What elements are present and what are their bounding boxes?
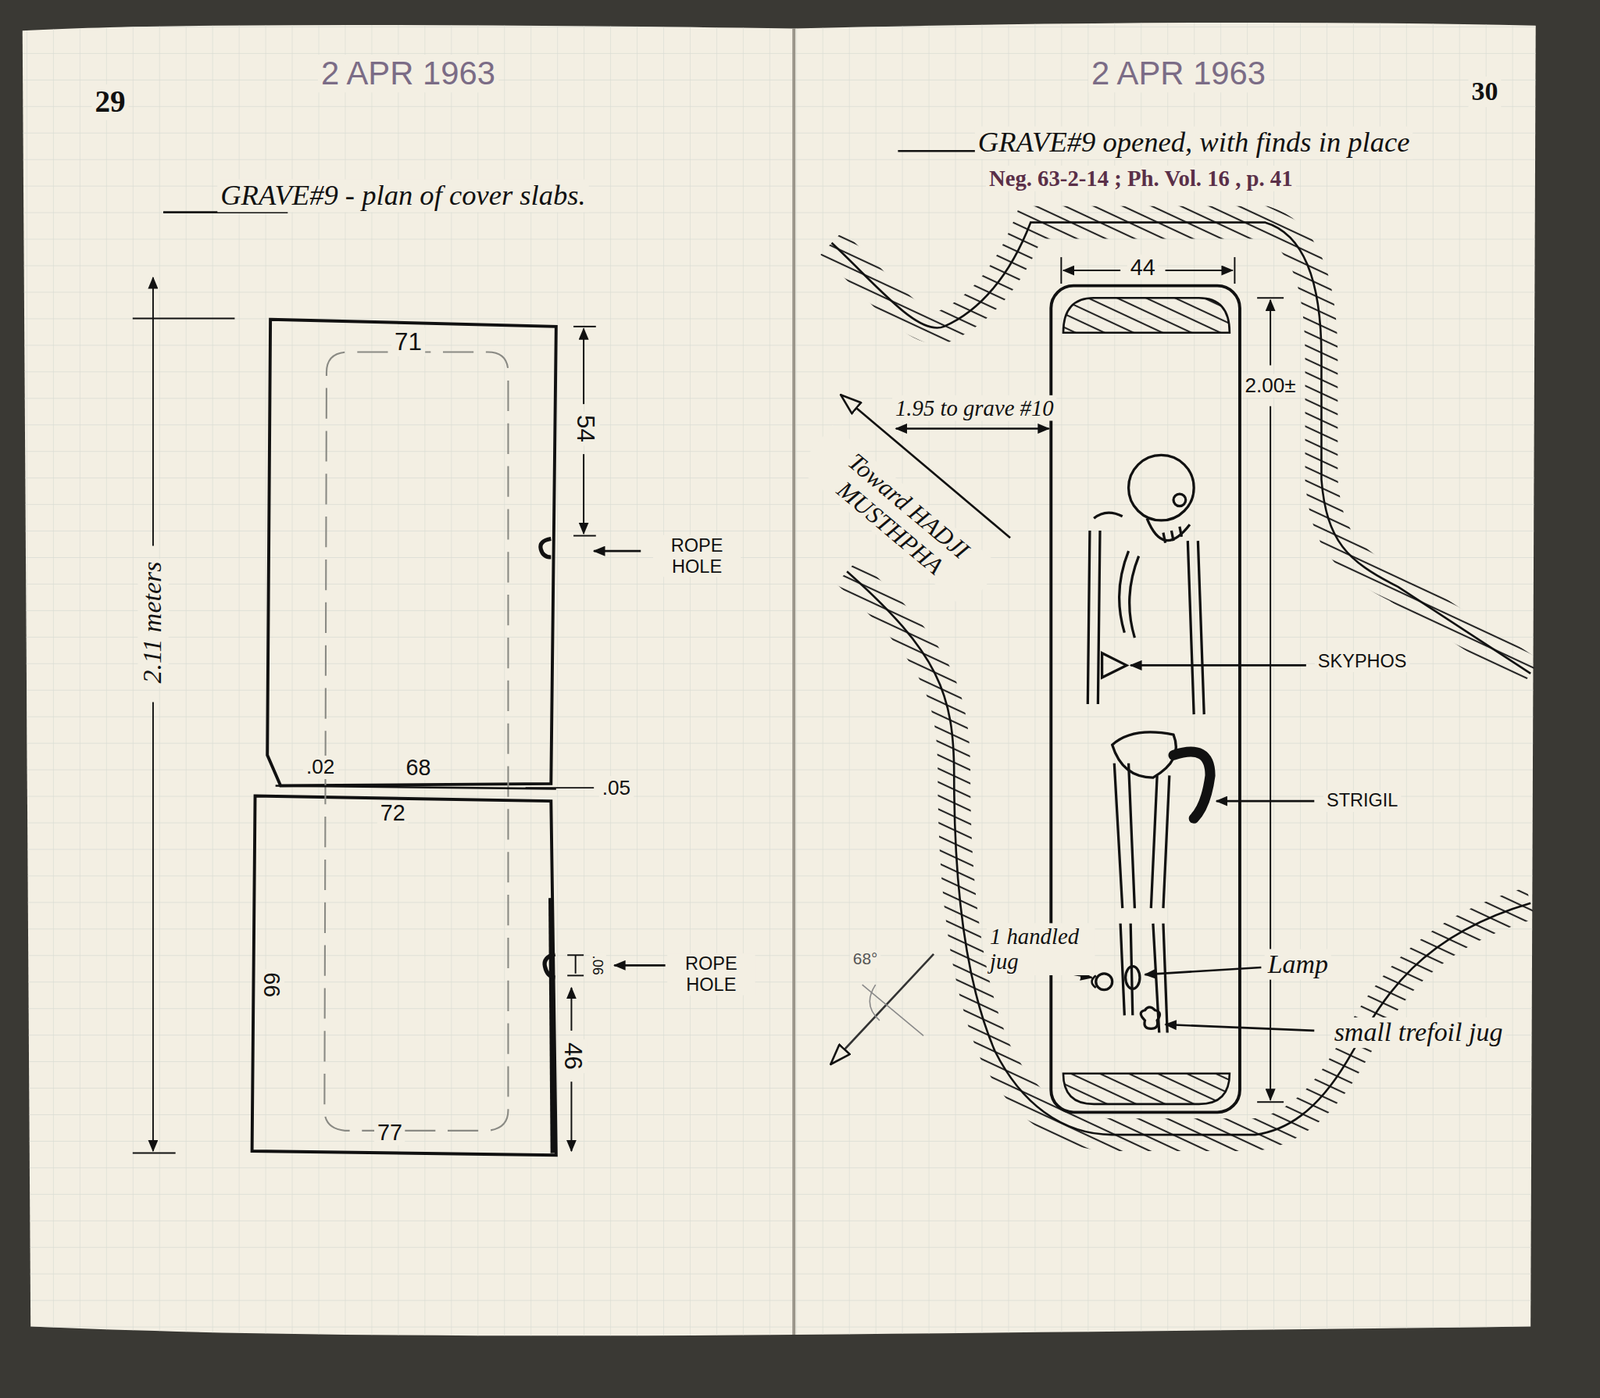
callout-text: ROPE HOLE — [653, 535, 741, 578]
dimension-line — [152, 277, 154, 546]
bearing-arc — [869, 984, 880, 1021]
leader-arrow — [1216, 800, 1315, 803]
pit-edge — [831, 222, 1531, 674]
handled-jug — [1096, 973, 1113, 990]
dimension-tick — [573, 325, 597, 328]
dimension-line — [1269, 300, 1272, 366]
dimension: 66 — [258, 968, 285, 1000]
direction-note: Toward HADJI MUSTHPHA — [796, 425, 1001, 611]
lamp — [1125, 966, 1140, 990]
grid — [22, 25, 794, 1336]
dimension: 2.00± — [1242, 374, 1300, 398]
dimension: 68 — [403, 753, 435, 780]
bearing-line — [862, 984, 924, 1036]
photo-reference: Neg. 63-2-14 ; Ph. Vol. 16 , p. 41 — [985, 165, 1297, 192]
sheet-heading: GRAVE#9 opened, with finds in place — [975, 126, 1414, 160]
callout-text: ROPE HOLE — [667, 953, 755, 996]
dimension-line — [1165, 269, 1233, 272]
dimension: .02 — [303, 755, 338, 779]
dimension-line — [152, 701, 154, 1151]
pit-edge-hatching — [846, 571, 1531, 1135]
find-label: SKYPHOS — [1314, 650, 1411, 672]
dimension-line — [582, 453, 585, 534]
dimension-tick — [567, 974, 584, 976]
page-number: 30 — [1468, 76, 1502, 108]
leader-arrow — [1144, 967, 1261, 975]
find-label: STRIGIL — [1323, 790, 1401, 812]
leader-arrow — [1130, 664, 1307, 667]
dimension-tick — [132, 317, 236, 319]
leader-arrow — [614, 964, 665, 967]
pit-edge-hatching — [831, 222, 1531, 674]
dimension: 44 — [1127, 254, 1159, 281]
dimension-line — [570, 1081, 572, 1151]
skeleton — [1087, 454, 1204, 1033]
trefoil-jug — [1140, 1007, 1160, 1029]
sheet-heading: GRAVE#9 - plan of cover slabs. — [217, 179, 589, 213]
dimension-tick — [1233, 257, 1236, 284]
cover-slab — [267, 319, 557, 786]
north-arrow — [830, 953, 934, 1065]
dimension-line — [575, 954, 577, 974]
dimension: 2.11 meters — [137, 558, 168, 687]
dimension: 54 — [571, 411, 600, 446]
distance-note: 1.95 to grave #10 — [892, 395, 1058, 422]
page-number: 29 — [92, 84, 129, 120]
spine — [792, 28, 796, 1335]
dimension-line — [1269, 406, 1272, 1100]
dimension-line — [582, 328, 585, 404]
find-label: Lamp — [1264, 949, 1332, 980]
leader-line — [525, 786, 595, 789]
dimension-tick — [1060, 257, 1062, 284]
grid — [793, 22, 1536, 1335]
handled-jug — [1092, 975, 1097, 988]
joint-line — [275, 785, 557, 789]
dimension-line — [1063, 269, 1121, 272]
skyphos — [1102, 653, 1127, 678]
grave-cut — [1050, 285, 1240, 1113]
cover-slab — [252, 796, 557, 1156]
rope-hole — [540, 538, 551, 558]
date-stamp: 2 APR 1963 — [1088, 54, 1269, 93]
dimension: 77 — [374, 1119, 406, 1146]
slab-edge — [550, 897, 554, 1153]
dimension: 71 — [391, 327, 425, 356]
left-page — [22, 25, 794, 1336]
end-slab — [1063, 297, 1230, 333]
date-stamp: 2 APR 1963 — [317, 54, 499, 93]
dimension: 72 — [377, 800, 409, 826]
leader-arrow — [593, 550, 641, 553]
right-page — [793, 22, 1536, 1335]
leader-arrow — [1165, 1024, 1315, 1031]
distance-arrow — [896, 427, 1050, 430]
strigil — [1173, 751, 1211, 818]
end-slab — [1063, 1073, 1230, 1104]
bearing-angle: 68° — [850, 949, 881, 968]
dimension: .06 — [589, 952, 607, 979]
dimension-tick — [132, 1152, 176, 1154]
dimension-tick — [1257, 1100, 1284, 1103]
find-label: small trefoil jug — [1331, 1017, 1507, 1048]
pit-edge — [846, 571, 1531, 1135]
dimension-tick — [573, 535, 597, 537]
grave-outline-hidden — [324, 352, 508, 1131]
dimension: .05 — [599, 775, 634, 800]
find-label: 1 handled jug — [986, 922, 1095, 975]
dimension-tick — [1257, 296, 1284, 299]
rope-hole — [544, 953, 555, 978]
dimension: 46 — [559, 1039, 588, 1073]
dimension-line — [570, 987, 572, 1031]
